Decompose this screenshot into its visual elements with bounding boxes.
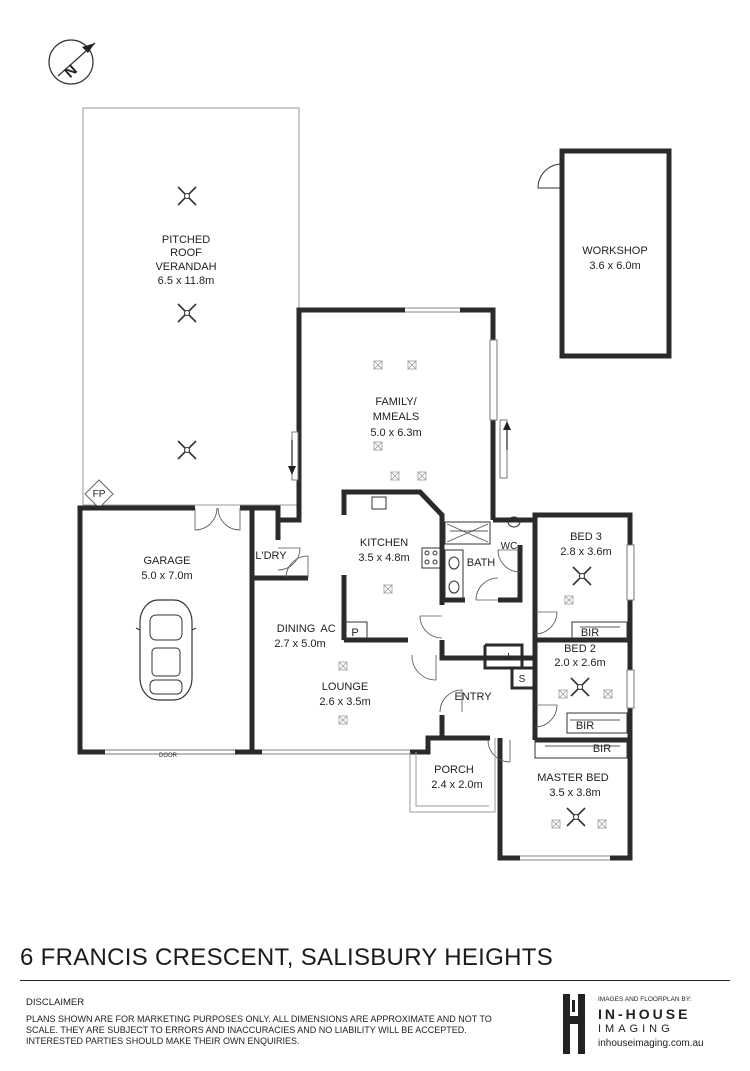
brand-url[interactable]: inhouseimaging.com.au: [598, 1038, 704, 1049]
kitchen-fixtures: [371, 496, 441, 569]
disclaimer-heading: DISCLAIMER: [26, 997, 85, 1008]
bath-fixtures: [444, 516, 521, 599]
car-icon: [135, 599, 197, 701]
verandah-label-1: PITCHED: [162, 234, 210, 246]
master-bed-size: 3.5 x 3.8m: [549, 787, 600, 799]
bed2-bir-label: BIR: [576, 720, 594, 732]
ceiling-fan-icon: [177, 440, 197, 460]
brand-credit: IMAGES AND FLOORPLAN BY:: [598, 996, 692, 1003]
house-walls: [77, 307, 635, 861]
floor-plan: N FP PITCHED ROOF VERANDAH 6.5 x 11.8m W…: [48, 39, 672, 861]
fp-label: FP: [93, 489, 106, 500]
bed3-size: 2.8 x 3.6m: [560, 546, 611, 558]
bed2-size: 2.0 x 2.6m: [554, 657, 605, 669]
bed2-label: BED 2: [564, 643, 596, 655]
kitchen-size: 3.5 x 4.8m: [358, 552, 409, 564]
bath-label: BATH: [467, 557, 496, 569]
verandah-label-2: ROOF: [170, 247, 202, 259]
kitchen-label: KITCHEN: [360, 537, 408, 549]
verandah-label-3: VERANDAH: [155, 261, 216, 273]
brand-subtitle: IMAGING: [598, 1023, 674, 1035]
property-address: 6 FRANCIS CRESCENT, SALISBURY HEIGHTS: [20, 944, 554, 971]
porch-size: 2.4 x 2.0m: [431, 779, 482, 791]
garage-size: 5.0 x 7.0m: [141, 570, 192, 582]
brand-name: IN-HOUSE: [598, 1006, 691, 1022]
footer-divider: [20, 980, 730, 981]
verandah-area: FP PITCHED ROOF VERANDAH 6.5 x 11.8m: [82, 107, 300, 509]
master-bed-label: MASTER BED: [537, 772, 609, 784]
in-house-logo-icon: [563, 994, 585, 1054]
ceiling-fan-icon: [177, 303, 197, 323]
dining-label: DINING: [277, 623, 316, 635]
disclaimer-text: PLANS SHOWN ARE FOR MARKETING PURPOSES O…: [26, 1014, 492, 1046]
family-size: 5.0 x 6.3m: [370, 427, 421, 439]
bed3-bir-label: BIR: [581, 627, 599, 639]
garage-label: GARAGE: [143, 555, 190, 567]
pantry-label: P: [351, 627, 358, 639]
north-compass-icon: N: [48, 39, 96, 85]
direction-arrows: [288, 421, 620, 747]
workshop-label: WORKSHOP: [582, 245, 647, 257]
room-labels: FAMILY/ MMEALS 5.0 x 6.3m GARAGE 5.0 x 7…: [141, 396, 611, 799]
dining-size: 2.7 x 5.0m: [274, 638, 325, 650]
garage-door-label: DOOR: [159, 753, 178, 759]
ceiling-lights: [338, 360, 613, 829]
brand-block: IMAGES AND FLOORPLAN BY: IN-HOUSE IMAGIN…: [560, 994, 740, 1054]
bed3-label: BED 3: [570, 531, 602, 543]
storage-label: S: [519, 674, 526, 685]
lounge-label: LOUNGE: [322, 681, 368, 693]
door-swings: [194, 507, 558, 763]
entry-label: ENTRY: [454, 691, 492, 703]
linen-label: L: [507, 652, 513, 663]
family-label-2: MMEALS: [373, 411, 419, 423]
porch-area: [409, 738, 496, 813]
workshop-room: WORKSHOP 3.6 x 6.0m: [537, 148, 672, 359]
ceiling-fan-icon: [570, 677, 590, 697]
workshop-size: 3.6 x 6.0m: [589, 260, 640, 272]
verandah-size: 6.5 x 11.8m: [158, 275, 215, 287]
ceiling-fan-icon: [177, 186, 197, 206]
wc-label: WC: [501, 541, 518, 552]
family-label-1: FAMILY/: [375, 396, 417, 408]
ac-label: AC: [320, 623, 335, 635]
porch-label: PORCH: [434, 764, 474, 776]
ceiling-fan-icon: [566, 807, 586, 827]
master-bir-label: BIR: [593, 743, 611, 755]
lounge-size: 2.6 x 3.5m: [319, 696, 370, 708]
laundry-label: L'DRY: [255, 550, 287, 562]
ceiling-fan-icon: [572, 566, 592, 586]
